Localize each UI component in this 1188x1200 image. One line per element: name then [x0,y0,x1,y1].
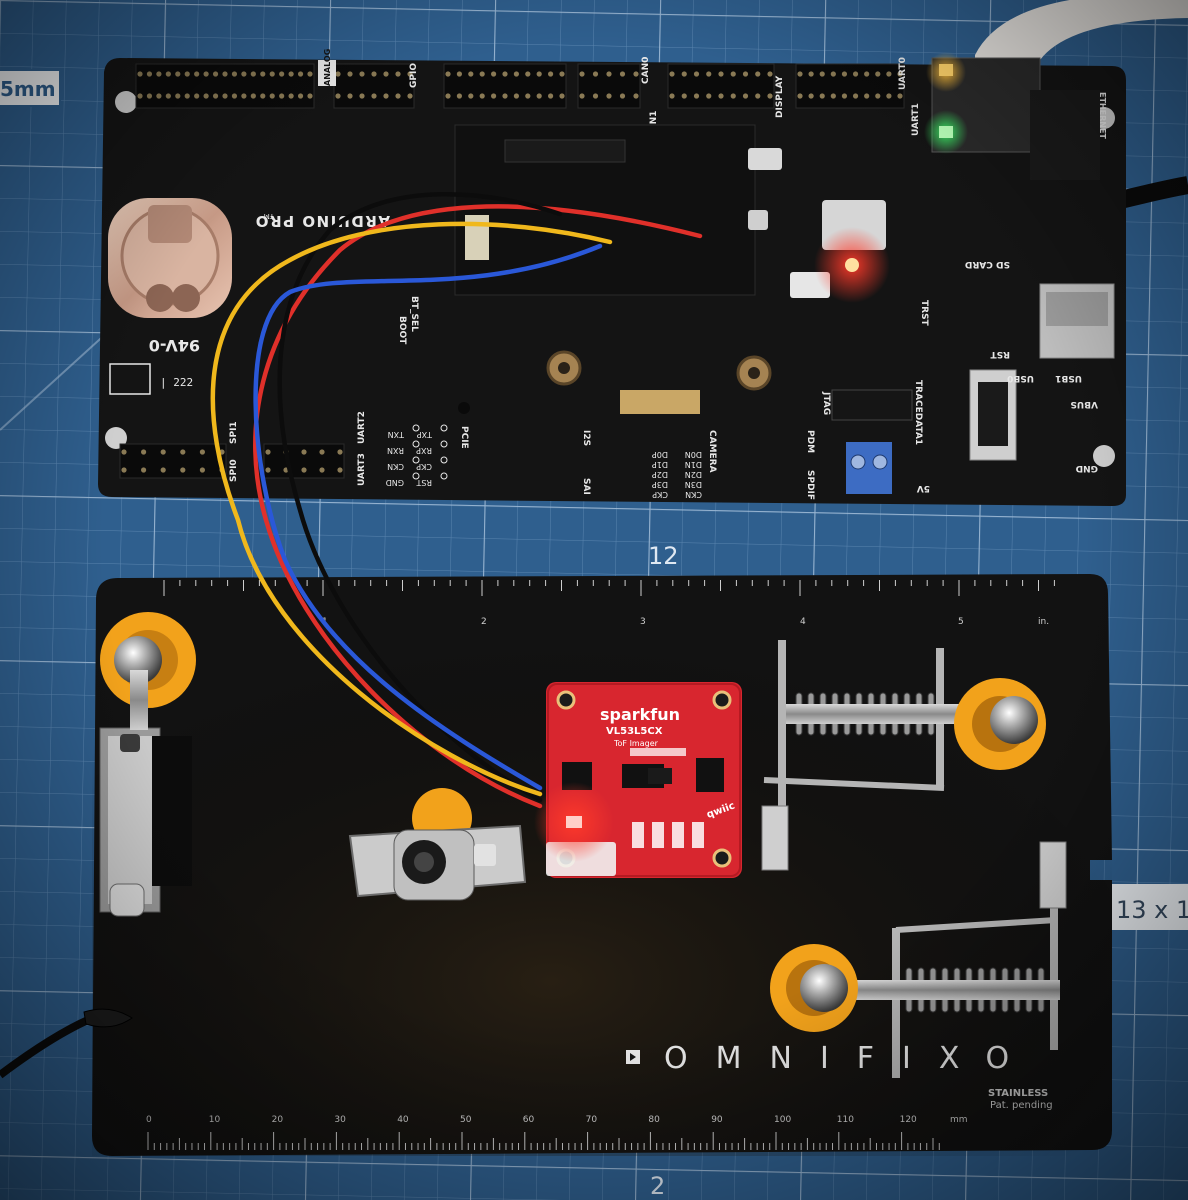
header-label-uart1: UART1 [911,103,921,136]
holder-brand-mark [626,1050,640,1064]
header-label-sai: SAI [581,478,591,495]
header-label-camera: CAMERA [707,430,717,473]
sensor-power-led [566,816,582,828]
camera-pin-label: D3N [685,480,702,489]
pcie-pin-label: RST [416,478,432,487]
header-label-pdm: PDM [805,430,815,453]
camera-pin-label: D3P [652,480,668,489]
label-gnd: GND [1076,463,1098,473]
ruler-mm-label: 10 [209,1115,221,1125]
sensor-subtitle: ToF Imager [613,739,659,748]
pcie-pin-label: RXN [387,446,404,455]
ruler-mm-label: mm [950,1115,968,1125]
ruler-inch-5: 5 [958,617,964,627]
ruler-mm-label: 40 [397,1115,409,1125]
pcie-pin-label: CKP [416,462,432,471]
header-label-analog: ANALOG [323,49,332,86]
board-cert-label: 94V-0 [149,336,200,355]
ruler-inch-2: 2 [481,617,487,627]
camera-pin-label: D1P [652,460,668,469]
pcie-pin-label: RXP [416,446,432,455]
label-rst: RST [990,349,1010,359]
ruler-inch-4: 4 [800,617,806,627]
ruler-mm-label: 90 [711,1115,723,1125]
board-brand-tm: TM [264,212,275,220]
mat-scale-badge: 5mm [0,69,61,107]
ruler-mm-label: 0 [146,1115,152,1125]
label-usb0: USB0 [1007,373,1034,383]
mat-size-badge: 13 x 18 [1110,884,1188,930]
power-screw-terminal [846,442,892,494]
label-sd-card: SD CARD [965,259,1010,269]
label-bt-sel: BT_SEL [409,296,419,332]
header-label-display: DISPLAY [775,75,785,118]
header-label-pcie: PCIE [459,426,469,449]
camera-pin-label: CKP [652,490,668,499]
sensor-brand: sparkfun [600,705,680,724]
jtag-header [831,389,913,421]
mat-grid-number-top: 12 [648,542,679,570]
camera-pin-label: D0P [652,450,668,459]
ruler-mm-label: 100 [774,1115,791,1125]
label-boot: BOOT [397,316,407,345]
cert-mark: | 222 [160,376,193,389]
header-label-spdif: SPDIF [805,470,815,500]
mounting-hole [115,91,137,113]
pcie-pin-label: CKN [387,462,404,471]
header-label-uart0: UART0 [898,57,908,90]
ruler-inch-unit: in. [1038,617,1049,627]
ruler-mm-label: 70 [586,1115,598,1125]
ruler-mm-label: 80 [648,1115,660,1125]
pcie-pin-label: TXN [388,430,405,439]
header-label-spi1: SPI1 [229,421,239,444]
ruler-inch-3: 3 [640,617,646,627]
header-label-uart3: UART3 [357,453,367,486]
holder-stainless: STAINLESS [988,1088,1048,1099]
pcie-pin-label: GND [386,478,404,487]
ruler-mm-label: 120 [900,1115,917,1125]
label-jtag: JTAG [821,391,831,415]
header-label-i2s: I2S [581,430,591,446]
label-usb1: USB1 [1055,373,1082,383]
mat-scale-label: 5mm [0,77,56,101]
mat-grid-number-bottom: 2 [650,1172,665,1200]
holder-patent: Pat. pending [990,1100,1053,1111]
header-label-can0: CAN0 [641,57,651,84]
ruler-mm-label: 110 [837,1115,854,1125]
holder-brand: OMNIFIXO [664,1041,1037,1076]
sd-card-slot [1039,283,1115,359]
label-tracedata: TRACEDATA1 [913,380,923,445]
sparkfun-tof-sensor: sparkfun VL53L5CX ToF Imager qwiic [534,682,742,878]
mat-size-label: 13 x 18 [1116,896,1188,924]
arduino-breakout-board: ANALOG GPIO CAN0 CAN1 DISPLAY UART0 UART… [98,49,1126,506]
power-led-red [845,258,859,272]
camera-pin-label: D2P [652,470,668,479]
camera-pin-label: D2N [685,470,702,479]
header-label-gpio: GPIO [409,63,419,88]
ruler-mm-label: 20 [272,1115,284,1125]
label-5v: 5V [917,483,930,493]
label-vbus: VBUS [1070,399,1098,409]
camera-pin-label: D0N [685,450,702,459]
label-trst: TRST [919,300,929,327]
sensor-model: VL53L5CX [606,726,663,737]
ethernet-led-green [939,126,953,138]
ruler-mm-label: 60 [523,1115,535,1125]
ethernet-led-orange [939,64,953,76]
ruler-mm-label: 50 [460,1115,472,1125]
header-label-spi0: SPI0 [229,459,239,482]
camera-pin-label: D1N [685,460,702,469]
pcie-pin-label: TXP [417,430,433,439]
ruler-mm-label: 30 [334,1115,346,1125]
coin-cell-holder [108,198,232,318]
header-label-uart2: UART2 [357,411,367,444]
camera-pin-label: CKN [685,490,702,499]
